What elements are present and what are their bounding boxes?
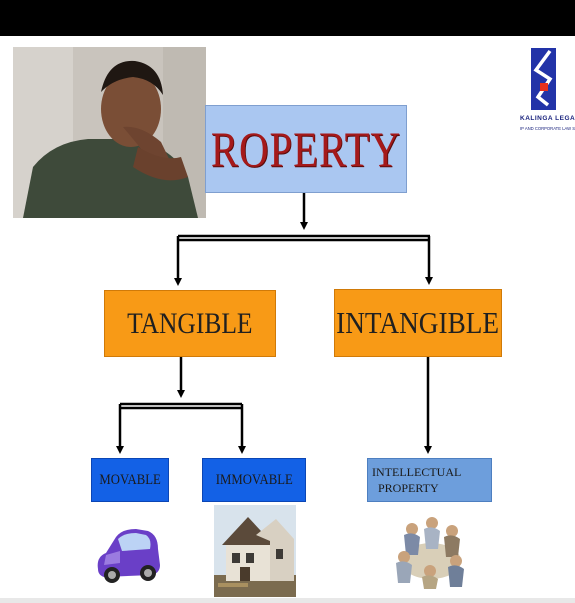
movable-node: MOVABLE (91, 458, 169, 502)
immovable-node: IMMOVABLE (202, 458, 306, 502)
logo-name: KALINGA LEGAL (520, 115, 575, 122)
intellectual-property-node: INTELLECTUAL PROPERTY (367, 458, 492, 502)
immovable-label: IMMOVABLE (215, 471, 293, 488)
movable-label: MOVABLE (99, 471, 161, 488)
ip-label-line1: INTELLECTUAL (372, 465, 462, 479)
intangible-label: INTANGIBLE (336, 305, 500, 340)
intangible-node: INTANGIBLE (334, 289, 502, 357)
logo-mark-icon (531, 48, 556, 110)
property-node: ROPERTY (205, 105, 407, 193)
ip-label-line2: PROPERTY (378, 481, 439, 495)
people-group-icon (390, 511, 472, 589)
tangible-node: TANGIBLE (104, 290, 276, 357)
house-icon (214, 505, 296, 597)
video-bottom-bar (0, 598, 575, 603)
tangible-label: TANGIBLE (127, 306, 253, 340)
logo-tagline: IP AND CORPORATE LAW SERVICES (520, 126, 575, 131)
property-label: ROPERTY (210, 121, 402, 177)
presenter-webcam (13, 47, 206, 218)
video-top-bar (0, 0, 575, 36)
kalinga-legal-logo: KALINGA LEGAL IP AND CORPORATE LAW SERVI… (520, 45, 575, 137)
car-icon (92, 519, 164, 591)
